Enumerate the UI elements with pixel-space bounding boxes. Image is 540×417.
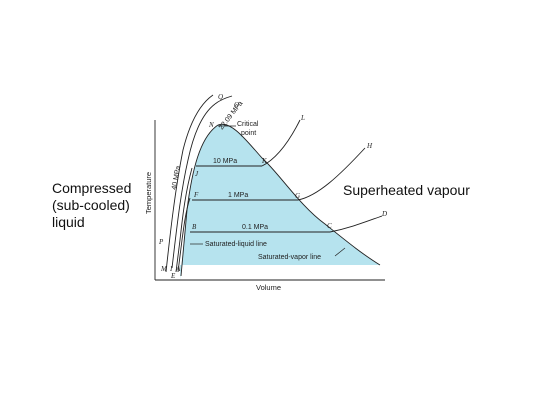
point-l: L	[300, 114, 305, 122]
critical-point-label-2: point	[241, 130, 256, 137]
critical-point-label-1: Critical	[237, 121, 259, 128]
superheated-vapour-label: Superheated vapour	[343, 182, 470, 198]
point-i: I	[169, 265, 173, 273]
compressed-liquid-label: Compressed (sub-cooled) liquid	[52, 180, 152, 231]
y-axis-label: Temperature	[144, 172, 153, 214]
point-g: G	[295, 192, 300, 200]
saturated-vapor-label: Saturated-vapor line	[258, 254, 321, 261]
point-o: O	[234, 101, 239, 109]
point-q: Q	[218, 93, 223, 101]
isobar-10mpa-vapour	[261, 119, 301, 167]
x-axis-label: Volume	[256, 283, 281, 292]
isobar-01mpa-label: 0.1 MPa	[242, 224, 268, 231]
point-f: F	[193, 191, 199, 199]
point-h: H	[366, 142, 373, 150]
point-k: K	[261, 157, 267, 165]
compressed-line-2: (sub-cooled)	[52, 197, 130, 213]
isobar-critical-vapour	[214, 95, 233, 105]
sat-vapor-pointer	[334, 247, 346, 257]
isobar-01mpa-vapour	[329, 215, 383, 233]
isobar-40mpa-liquid	[165, 94, 214, 273]
point-m: M	[160, 265, 168, 273]
point-c: C	[327, 222, 332, 230]
point-e: E	[170, 272, 176, 280]
point-a: A	[175, 265, 181, 273]
isobar-critical-liquid	[171, 103, 216, 269]
point-p: P	[158, 238, 164, 246]
isobar-1mpa-liquid	[177, 197, 191, 273]
point-b: B	[192, 223, 197, 231]
saturated-liquid-label: Saturated-liquid line	[205, 241, 267, 248]
saturation-dome	[180, 124, 380, 280]
isobar-1mpa-label: 1 MPa	[228, 192, 248, 199]
point-n: N	[208, 121, 214, 129]
isobar-40mpa-label: 40 MPa	[171, 165, 182, 190]
isobar-10mpa-liquid	[175, 167, 193, 273]
compressed-line-1: Compressed	[52, 180, 132, 196]
saturated-vapor-curve	[217, 123, 381, 266]
isobar-1mpa-vapour	[297, 147, 366, 201]
point-j: J	[195, 170, 199, 178]
compressed-line-3: liquid	[52, 214, 85, 230]
isobar-10mpa-label: 10 MPa	[213, 158, 237, 165]
point-d: D	[381, 210, 387, 218]
